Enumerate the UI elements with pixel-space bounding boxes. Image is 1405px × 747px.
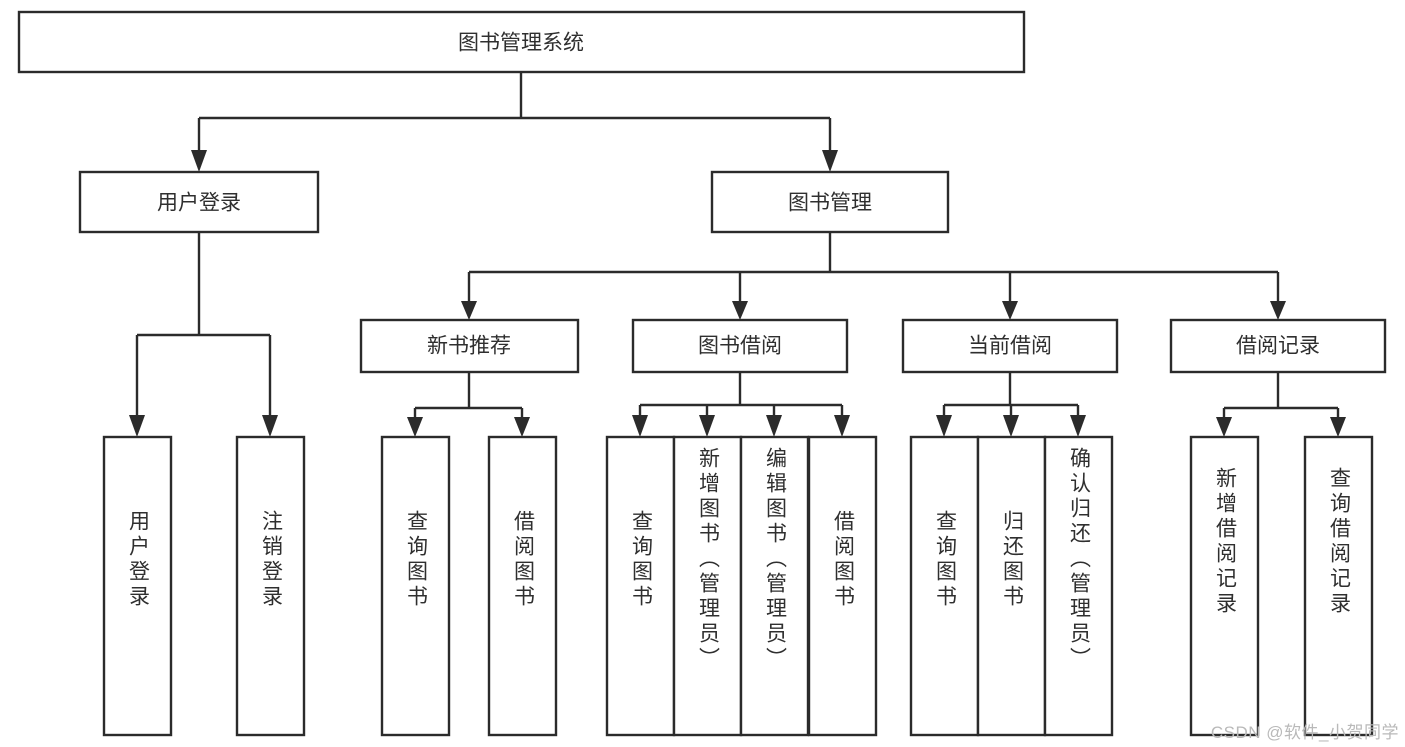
node-leaf-query-book-2-label: 查询图书 (630, 510, 654, 610)
node-leaf-query-book-1-label: 查询图书 (405, 510, 429, 610)
arrowhead-user-login (191, 150, 207, 172)
node-leaf-query-book-2[interactable]: 查询图书 (605, 435, 676, 737)
node-leaf-borrow-book-2-label: 借阅图书 (832, 510, 856, 610)
node-leaf-user-logout-box[interactable] (235, 435, 306, 737)
node-book-borrow-label: 图书借阅 (698, 335, 782, 358)
node-leaf-query-book-3-box[interactable] (909, 435, 980, 737)
node-leaf-borrow-book-1-label: 借阅图书 (512, 510, 536, 610)
node-leaf-add-book[interactable]: 新增图书（管理员） (672, 435, 743, 737)
node-book-management[interactable]: 图书管理 (710, 170, 950, 234)
node-book-borrow-box[interactable] (631, 318, 849, 374)
node-leaf-query-book-1-box[interactable] (380, 435, 451, 737)
node-book-borrow[interactable]: 图书借阅 (631, 318, 849, 374)
node-user-login[interactable]: 用户登录 (78, 170, 320, 234)
node-new-book-recommend-box[interactable] (359, 318, 580, 374)
node-leaf-borrow-book-1[interactable]: 借阅图书 (487, 435, 558, 737)
node-leaf-return-book[interactable]: 归还图书 (976, 435, 1047, 737)
arrowhead-leaf-query-record (1330, 417, 1346, 437)
arrowhead-leaf-add-record (1216, 417, 1232, 437)
arrowhead-book-management (822, 150, 838, 172)
node-root[interactable]: 图书管理系统 (17, 10, 1026, 74)
node-leaf-query-book-3-label: 查询图书 (934, 510, 958, 610)
arrowhead-leaf-query-book-2 (632, 415, 648, 437)
node-leaf-query-record-label: 查询借阅记录 (1328, 467, 1352, 617)
node-leaf-confirm-return-box[interactable] (1043, 435, 1114, 737)
node-leaf-edit-book-box[interactable] (739, 435, 810, 737)
arrowhead-leaf-user-logout (262, 415, 278, 437)
arrowhead-leaf-query-book-3 (936, 415, 952, 437)
arrowhead-borrow-record (1270, 301, 1286, 320)
node-leaf-add-record-box[interactable] (1189, 435, 1260, 737)
arrowhead-leaf-confirm-return (1070, 415, 1086, 437)
node-current-borrow-box[interactable] (901, 318, 1119, 374)
arrowhead-leaf-borrow-book-2 (834, 415, 850, 437)
node-leaf-user-login[interactable]: 用户登录 (102, 435, 173, 737)
connector-layer (129, 72, 1346, 437)
node-leaf-borrow-book-2-box[interactable] (807, 435, 878, 737)
node-leaf-user-login-box[interactable] (102, 435, 173, 737)
node-borrow-record-label: 借阅记录 (1236, 335, 1320, 358)
node-borrow-record[interactable]: 借阅记录 (1169, 318, 1387, 374)
arrowhead-current-borrow (1002, 301, 1018, 320)
node-root-box[interactable] (17, 10, 1026, 74)
node-leaf-return-book-box[interactable] (976, 435, 1047, 737)
node-leaf-add-record[interactable]: 新增借阅记录 (1189, 435, 1260, 737)
node-new-book-recommend[interactable]: 新书推荐 (359, 318, 580, 374)
node-leaf-edit-book[interactable]: 编辑图书（管理员） (739, 435, 810, 737)
node-leaf-borrow-book-1-box[interactable] (487, 435, 558, 737)
node-user-login-label: 用户登录 (157, 192, 241, 215)
node-book-management-label: 图书管理 (788, 192, 872, 215)
node-user-login-box[interactable] (78, 170, 320, 234)
arrowhead-leaf-borrow-book-1 (514, 417, 530, 437)
node-leaf-query-record-box[interactable] (1303, 435, 1374, 737)
arrowhead-leaf-user-login (129, 415, 145, 437)
node-leaf-user-logout[interactable]: 注销登录 (235, 435, 306, 737)
node-leaf-borrow-book-2[interactable]: 借阅图书 (807, 435, 878, 737)
arrowhead-leaf-add-book (699, 415, 715, 437)
node-new-book-recommend-label: 新书推荐 (427, 335, 511, 358)
arrowhead-book-borrow (732, 301, 748, 320)
node-current-borrow-label: 当前借阅 (968, 335, 1052, 358)
arrowhead-leaf-return-book (1003, 415, 1019, 437)
node-leaf-confirm-return-label: 确认归还（管理员） (1068, 447, 1092, 672)
node-leaf-query-book-3[interactable]: 查询图书 (909, 435, 980, 737)
arrowhead-leaf-edit-book (766, 415, 782, 437)
node-leaf-add-book-label: 新增图书（管理员） (697, 447, 721, 672)
node-leaf-confirm-return[interactable]: 确认归还（管理员） (1043, 435, 1114, 737)
node-root-label: 图书管理系统 (458, 32, 584, 55)
node-leaf-edit-book-label: 编辑图书（管理员） (764, 447, 788, 672)
arrowhead-leaf-query-book-1 (407, 417, 423, 437)
node-leaf-user-logout-label: 注销登录 (260, 510, 284, 610)
node-book-management-box[interactable] (710, 170, 950, 234)
node-leaf-query-record[interactable]: 查询借阅记录 (1303, 435, 1374, 737)
node-leaf-query-book-1[interactable]: 查询图书 (380, 435, 451, 737)
node-current-borrow[interactable]: 当前借阅 (901, 318, 1119, 374)
node-leaf-return-book-label: 归还图书 (1001, 510, 1025, 610)
node-leaf-user-login-label: 用户登录 (127, 510, 151, 610)
arrowhead-new-book-recommend (461, 301, 477, 320)
node-borrow-record-box[interactable] (1169, 318, 1387, 374)
node-leaf-add-record-label: 新增借阅记录 (1214, 467, 1238, 617)
node-leaf-add-book-box[interactable] (672, 435, 743, 737)
